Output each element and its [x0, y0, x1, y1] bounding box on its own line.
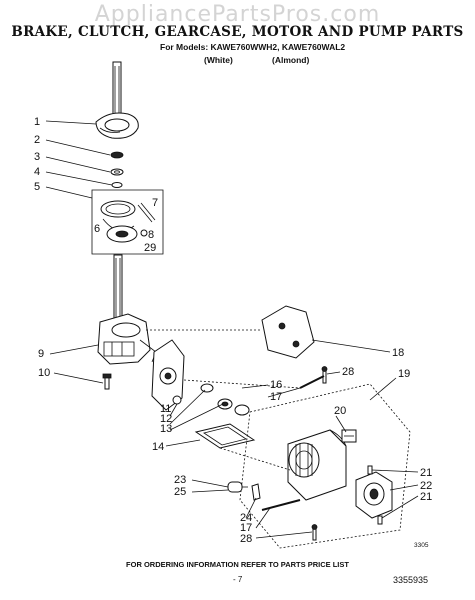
- callout-18: 18: [392, 347, 404, 359]
- callout-4: 4: [34, 166, 40, 178]
- callout-19: 19: [398, 368, 410, 380]
- model-numbers: For Models: KAWE760WWH2, KAWE760WAL2: [160, 42, 346, 52]
- motor-assembly-box: [239, 383, 411, 549]
- gearcase-bolt-part: [102, 373, 112, 390]
- gasket-part: [194, 423, 256, 449]
- leader-lines: [45, 120, 419, 539]
- callout-6: 6: [94, 223, 100, 235]
- callout-2: 2: [34, 134, 40, 146]
- ordering-note: FOR ORDERING INFORMATION REFER TO PARTS …: [126, 560, 349, 569]
- callout-9: 9: [38, 348, 44, 360]
- callout-29: 29: [144, 242, 156, 254]
- rod-lower-part: [261, 499, 301, 511]
- motor-mount-plate-part: [261, 305, 315, 359]
- callout-16: 16: [270, 379, 282, 391]
- variant-white: (White): [204, 55, 233, 65]
- clutch-assembly-box: [91, 189, 164, 255]
- callout-13: 13: [160, 423, 172, 435]
- screw-upper-part: [321, 366, 328, 384]
- callout-7: 7: [152, 197, 158, 209]
- rod-upper-part: [299, 375, 325, 389]
- brake-housing-part: [95, 112, 139, 139]
- callout-11: 11: [160, 403, 171, 415]
- capacitor-part: [227, 481, 248, 493]
- callout-28-upper: 28: [342, 366, 354, 378]
- drive-shaft-lower: [113, 254, 123, 324]
- callout-21-lower: 21: [420, 491, 432, 503]
- callout-17-upper: 17: [270, 391, 282, 403]
- callout-5: 5: [34, 181, 40, 193]
- callout-17-lower: 17: [240, 522, 252, 534]
- callout-3: 3: [34, 151, 40, 163]
- gearcase-part: [97, 313, 157, 365]
- callout-1: 1: [34, 116, 40, 128]
- document-number: 3355935: [393, 575, 429, 585]
- assembly-lines: [146, 329, 301, 471]
- washer-parts: [110, 151, 124, 188]
- callout-20: 20: [334, 405, 346, 417]
- page-number: - 7: [233, 575, 243, 584]
- callout-21-upper: 21: [420, 467, 432, 479]
- callout-14: 14: [152, 441, 164, 453]
- callout-25: 25: [174, 486, 186, 498]
- pump-plate-part: [151, 339, 185, 411]
- callout-22: 22: [420, 480, 432, 492]
- figure-code: 3305: [414, 542, 429, 549]
- variant-almond: (Almond): [272, 55, 310, 65]
- callout-28-lower: 28: [240, 533, 252, 545]
- page-title: BRAKE, CLUTCH, GEARCASE, MOTOR AND PUMP …: [11, 24, 464, 40]
- callout-10: 10: [38, 367, 50, 379]
- callout-8: 8: [148, 229, 154, 241]
- callout-12: 12: [160, 413, 172, 425]
- screw-lower-part: [311, 524, 318, 541]
- watermark: AppliancePartsPros.com: [94, 2, 381, 27]
- callout-24: 24: [240, 512, 252, 524]
- callout-23: 23: [174, 474, 186, 486]
- clamp-part: [251, 483, 261, 501]
